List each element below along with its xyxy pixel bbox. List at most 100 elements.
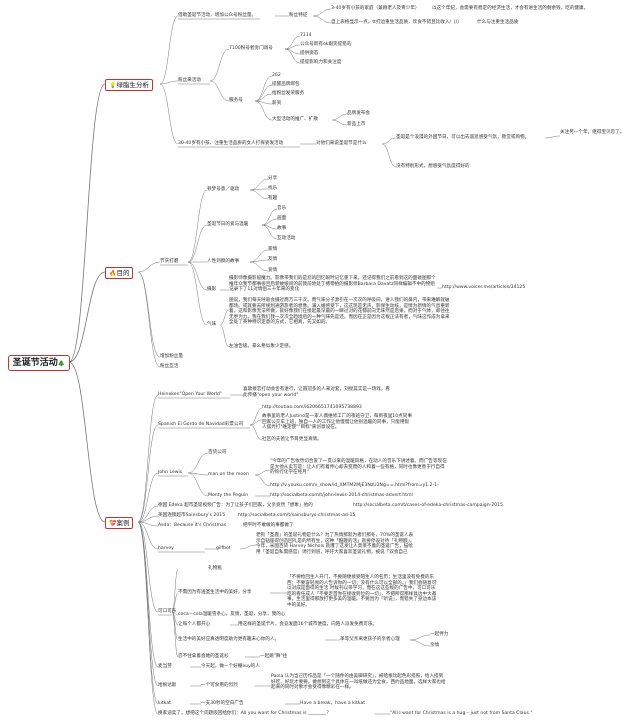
connector-line	[171, 592, 179, 613]
node-coke-together: 一起伴力	[430, 632, 449, 637]
node-b1-s2: 粉丝来活动	[178, 78, 201, 83]
connector-line	[249, 424, 263, 441]
node-b2-s1a3: 有趣	[268, 196, 278, 201]
node-b1-s3a2: 没有特别形式，想感受气氛度得好的	[396, 164, 470, 169]
url-edeka[interactable]: http://socialbeta.com/t/cases-of-edeka-c…	[353, 503, 505, 508]
connector-line	[331, 119, 348, 126]
connector-line	[68, 83, 106, 363]
url-b2-s1d1[interactable]: http://www.voicer.me/articles/34125	[442, 285, 526, 290]
case-heineken: Heineken"Open Your World"	[158, 392, 222, 397]
node-coke-life-desc: 革等父亲离更孩子的亲者心理	[340, 637, 400, 642]
connector-line	[187, 224, 208, 263]
connector-line	[187, 472, 209, 476]
connector-line	[249, 178, 269, 191]
node-edible-fireworks-desc: Paola 认为当己历作品是「一个随件的由美脚研究」，被哈根比起色彩搭照，给入搭…	[271, 674, 446, 691]
connector-line	[159, 15, 179, 85]
case-sainsburys: 英国连锁超市Sainsbury's 2015	[158, 513, 226, 518]
url-monty-penguin[interactable]: http://socialbeta.com/t/john-lewis-2014-…	[270, 493, 413, 498]
connector-line	[261, 218, 278, 226]
connector-line	[209, 80, 230, 102]
branch-cases[interactable]: 💝案例	[105, 517, 134, 529]
url-spanish-lottery[interactable]: http://toutiao.com/i6206651741095738893	[262, 405, 362, 410]
connector-line	[137, 521, 159, 705]
connector-line	[284, 48, 301, 64]
connector-line	[137, 424, 159, 523]
connector-line	[137, 521, 159, 668]
case-spanish-lottery-desc: 故事里的老人Justino是一家人偶维修工厂的夜班守卫，每到夜里10点同事回家公…	[262, 414, 412, 431]
connector-line	[261, 224, 278, 240]
connector-line	[137, 505, 159, 523]
node-gilfbot: gilfbot	[216, 546, 231, 551]
url-sainsburys[interactable]: http://socialbeta.com/t/sainsburys-chris…	[238, 513, 356, 518]
branch-label: 绿脂生分析	[116, 81, 149, 89]
node-b2-s1a: 顿梦号意／驱动	[207, 187, 240, 192]
connector-line	[137, 472, 159, 523]
connector-line	[187, 261, 208, 291]
connector-line	[284, 35, 301, 50]
node-b2-s3: 粉丝互活	[160, 364, 179, 369]
branch-label: 目的	[116, 269, 130, 277]
case-harvey: harvey	[158, 546, 174, 551]
node-b2-s1e2: 左油告级。豪么希似象少定感。	[229, 344, 294, 349]
node-coke-family: 亲情	[430, 643, 440, 648]
connector-line	[331, 113, 348, 121]
url-man-on-moon[interactable]: http://v.youku.com/v_show/id_XMTM2MjE3Nz…	[270, 483, 439, 488]
root-node[interactable]: 圣诞节活动🎄	[8, 355, 70, 371]
connector-line	[381, 137, 397, 145]
case-edeka: 德国 Edeka 超市圣诞视频广告：为了让孩子们回家，父亲竟然「想象」他的	[158, 503, 313, 508]
node-coke-dance: 一起跳"舞"往	[260, 654, 288, 659]
case-spanish-lottery: Spanish El Gordo de Navidad彩票公司	[158, 422, 244, 427]
case-question: 换家迪奕了。想把这个问题嵌回给你们：All you want for Chris…	[158, 711, 331, 716]
connector-line	[137, 521, 159, 527]
node-b1-s2b5: 大型活动的推广、扩散	[272, 117, 318, 122]
fire-icon: 🔥	[109, 270, 117, 277]
node-b2-s2: 增加粉丝量	[160, 354, 183, 359]
node-coke-happy: 让每个人都开心	[178, 622, 211, 627]
node-b1-s1a1: 3-40岁有小孩的家庭（兼顾老人及青少年）	[331, 6, 420, 11]
connector-line	[249, 189, 269, 200]
connector-line	[239, 544, 257, 550]
connector-line	[254, 93, 273, 102]
connector-line	[249, 249, 269, 263]
node-b2-s1c3: 爱情	[268, 268, 278, 273]
node-b1-s2b3: 给粉丝发荣服务	[272, 91, 305, 96]
connector-line	[137, 271, 161, 358]
connector-line	[137, 521, 159, 715]
connector-line	[137, 521, 159, 550]
connector-line	[254, 100, 273, 105]
connector-line	[187, 472, 209, 497]
node-kitkat-slogan: Have a break，have a kitkat	[300, 701, 366, 706]
node-monty-penguin: Monty the Peguin	[208, 493, 249, 498]
node-gift-bottle: 礼物瓶	[208, 566, 222, 571]
heart-gift-icon: 💝	[109, 520, 117, 527]
case-kitkat: kitkat	[158, 701, 171, 706]
connector-line	[137, 394, 159, 523]
case-mcdonalds: 麦当劳	[158, 664, 172, 669]
case-asda-desc: 把平时不敢做的事都做了	[243, 523, 294, 528]
connector-line	[409, 634, 431, 641]
node-b1-s1: 借助圣诞节活动，增加公众号粉丝量。	[178, 13, 257, 18]
case-heineken-desc: 喜歌接恋打动会舌有进行，让圆冠多的人来对套，刘接其实是一场戏，看此传播"open…	[243, 387, 391, 398]
connector-line	[159, 83, 179, 145]
node-b2-s1e: 气味	[207, 322, 217, 327]
node-b1-s2a2: 公众号新有ok跟笑提搭的	[300, 42, 352, 47]
node-b2-s1a1: 分享	[268, 176, 278, 181]
tree-icon: 🎄	[57, 360, 66, 367]
case-asda: Asda：Because it's Christmas	[158, 523, 227, 528]
connector-line	[249, 259, 269, 263]
branch-purpose[interactable]: 🔥目的	[105, 267, 134, 279]
connector-line	[249, 419, 263, 426]
connector-line	[254, 84, 273, 102]
connector-line	[159, 80, 179, 85]
connector-line	[219, 324, 230, 348]
node-b2-s1d: 摄影	[207, 287, 217, 292]
node-b1-s2b4: 薪资	[272, 101, 282, 106]
branch-user-analysis[interactable]: 💡绿脂生分析	[105, 79, 153, 91]
connector-line	[219, 309, 230, 326]
connector-line	[312, 15, 332, 24]
node-coke-life: 生活中的美好应真透明度助为更有趣未心你的人。	[178, 637, 280, 642]
case-spanish-lottery-note: 社区的夫爸让节目更显真情。	[262, 437, 322, 442]
case-mcdonalds-desc: 今天起，做一个好棚euy的人	[201, 664, 260, 669]
node-b1-s2b1: 262	[272, 73, 281, 78]
